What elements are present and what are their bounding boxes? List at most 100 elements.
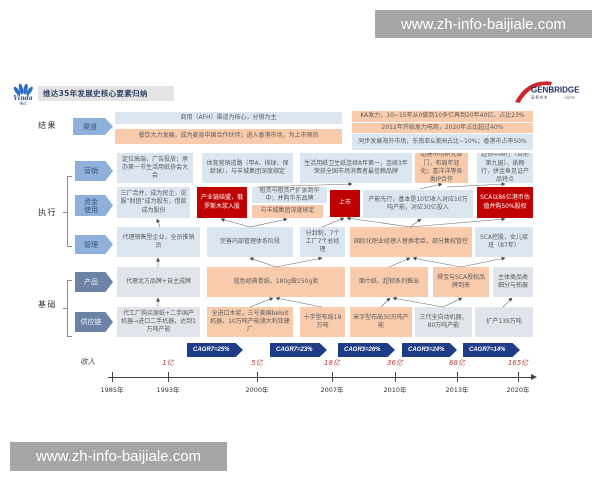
genbridge-logo-text: GENBRIDGE bbox=[531, 86, 580, 95]
connector-arrow bbox=[412, 256, 462, 268]
funding-cell: 产能先行，基本是10亿收入对应10万吨产能，对应30亿投入 bbox=[363, 190, 473, 218]
supply-cell: 三代全自动机器，80万吨产能 bbox=[415, 307, 472, 337]
connector-arrow bbox=[249, 217, 288, 228]
axis-tick bbox=[168, 372, 169, 382]
cagr-arrow: CAGR3=24% bbox=[402, 343, 457, 357]
axis-tick bbox=[518, 372, 519, 382]
marketing-cell: 定位高端，广告投放；承办第一节生活用纸协会大会 bbox=[117, 153, 193, 183]
channel-cell: 餐饮大力发展，成为麦肯中国合作伙伴；进入香港市场，为上市预热 bbox=[115, 129, 342, 144]
genbridge-logo-subtext: 高 榕 资 本 bbox=[531, 95, 548, 100]
year-label: 2007年 bbox=[320, 386, 344, 394]
marketing-cell: 超韧中国行（目前第九届），纸畅行，拼金鱼见证产品特点 bbox=[477, 153, 533, 183]
connector-arrow bbox=[321, 217, 345, 228]
row-label-product: 产品 bbox=[75, 272, 113, 292]
connector-arrow bbox=[380, 297, 391, 308]
management-cell: 分封制，7个工厂7个总经理 bbox=[300, 227, 345, 257]
funding-cell-highlight: 上市 bbox=[330, 190, 360, 217]
cagr-arrow: CAGR7=14% bbox=[463, 343, 520, 357]
cagr-arrow: CAGR3=26% bbox=[338, 343, 395, 357]
connector-arrow bbox=[442, 297, 463, 308]
revenue-value: 18亿 bbox=[324, 359, 340, 367]
row-label-marketing: 营销 bbox=[75, 161, 113, 181]
connector-arrow bbox=[419, 182, 443, 190]
funding-cell: 与羊城集团深度绑定 bbox=[252, 205, 323, 218]
management-cell: 完善内部管理体系阶段 bbox=[207, 227, 293, 257]
funding-cell-highlight: 产业链结盟，俄罗斯木浆入股 bbox=[197, 187, 247, 218]
supply-cell: 米字型布局30万吨产能 bbox=[350, 307, 412, 337]
vinda-logo: Vinda 维达 bbox=[13, 83, 33, 106]
management-cell: 国际化职业经理人替换老臣，部分集权管控 bbox=[350, 227, 472, 257]
management-cell: SCA控股，女儿接班（87年） bbox=[475, 227, 533, 257]
revenue-value: 5亿 bbox=[251, 359, 263, 367]
revenue-value: 1亿 bbox=[162, 359, 174, 367]
year-label: 1993年 bbox=[156, 386, 180, 394]
axis-tick bbox=[257, 372, 258, 382]
year-label: 2010年 bbox=[383, 386, 407, 394]
connector-arrow bbox=[409, 218, 422, 228]
product-cell: 主体类品类细分与拓展 bbox=[493, 267, 533, 297]
product-cell: 面巾纸、超韧系列推出 bbox=[350, 267, 428, 297]
cagr-arrow: CAGR7=23% bbox=[270, 343, 327, 357]
genbridge-logo-subtext-en: capital bbox=[564, 96, 575, 100]
year-label: 2000年 bbox=[245, 386, 269, 394]
watermark-top: www.zh-info-baijiale.com bbox=[375, 10, 592, 38]
funding-cell: 租赁与租赁产扩张到华中；并购华东品牌 bbox=[252, 187, 327, 203]
bridge-arc-icon bbox=[515, 81, 552, 103]
group-label-result: 结果 bbox=[38, 121, 57, 130]
channel-cell: 商用（AFH）渠道为核心，分销为主 bbox=[115, 112, 342, 124]
connector-arrow bbox=[392, 296, 444, 308]
row-label-funding: 资金使用 bbox=[75, 195, 113, 216]
cagr-arrow: CAGR7=25% bbox=[187, 343, 243, 357]
product-cell: 得宝与SCA授权品牌到来 bbox=[433, 267, 489, 297]
funding-cell-highlight: SCA以86亿港币估值并购50%股权 bbox=[477, 187, 533, 218]
row-label-marketing-text: 营销 bbox=[84, 167, 98, 175]
execution-bracket-tick bbox=[63, 212, 67, 213]
channel-cell: KA发力，10~15年从0做到10多亿再到20年40亿，占比23% bbox=[352, 111, 533, 122]
foundation-bracket-tick bbox=[63, 308, 67, 309]
connector-arrow bbox=[346, 216, 411, 228]
connector-arrow bbox=[275, 296, 323, 308]
axis-tick bbox=[457, 372, 458, 382]
watermark-bottom: www.zh-info-baijiale.com bbox=[10, 442, 227, 471]
connector-arrow bbox=[249, 257, 277, 268]
row-label-channel: 渠道 bbox=[73, 118, 113, 135]
connector-arrow bbox=[156, 218, 161, 228]
revenue-value: 165亿 bbox=[507, 359, 529, 367]
revenue-value: 68亿 bbox=[449, 359, 465, 367]
supply-cell: 扩产139万吨 bbox=[475, 307, 533, 337]
connector-arrow bbox=[460, 256, 506, 268]
axis-tick bbox=[112, 372, 113, 382]
page-title: 维达35年发展史核心要素归纳 bbox=[38, 86, 174, 101]
timeline-axis-arrow-icon bbox=[531, 374, 537, 380]
supply-cell: 代工厂购买原纸+二手国产机器→进口二手机器，达到1万吨产能 bbox=[117, 307, 200, 337]
connector-arrow bbox=[409, 217, 506, 228]
group-label-foundation: 基础 bbox=[38, 300, 57, 309]
connector-arrow bbox=[502, 297, 513, 308]
vinda-flower-icon bbox=[13, 83, 33, 96]
revenue-label: 收入 bbox=[80, 357, 95, 366]
axis-tick bbox=[395, 372, 396, 382]
row-label-funding-text: 资金使用 bbox=[84, 197, 98, 214]
marketing-cell: 组建市场研究部门，布局年轻化；喜洋洋等各类IP合作 bbox=[415, 153, 468, 183]
funding-cell: 三厂合并，成为民企，说服“财团”成为股东，借款成为股份 bbox=[117, 187, 190, 218]
supply-cell: 十字型布局18万吨 bbox=[300, 307, 345, 337]
product-cell: 代理北方品牌+自主成牌 bbox=[117, 267, 200, 297]
foundation-bracket bbox=[67, 280, 72, 337]
channel-cell: 同步发展海外市场，东南亚&澳洲占比~10%；香港市占率50% bbox=[352, 134, 533, 150]
management-cell: 代理销售型企业，全员推销员 bbox=[117, 227, 200, 257]
connector-arrow bbox=[249, 297, 274, 308]
revenue-value: 36亿 bbox=[387, 359, 403, 367]
year-label: 2013年 bbox=[445, 386, 469, 394]
row-label-supply: 供应链 bbox=[75, 312, 113, 332]
product-cell: 蓝色经典卷纸，180g做150g卖 bbox=[207, 267, 345, 297]
row-label-product-text: 产品 bbox=[84, 278, 98, 286]
connector-arrow bbox=[220, 218, 251, 228]
timeline-axis bbox=[108, 377, 532, 378]
genbridge-logo: GENBRIDGE 高 榕 资 本 capital bbox=[515, 81, 580, 103]
row-label-management-text: 管理 bbox=[84, 240, 98, 249]
execution-bracket bbox=[67, 176, 72, 247]
connector-arrow bbox=[275, 256, 323, 268]
vinda-logo-subtext: 维达 bbox=[20, 101, 27, 106]
axis-tick bbox=[332, 372, 333, 382]
